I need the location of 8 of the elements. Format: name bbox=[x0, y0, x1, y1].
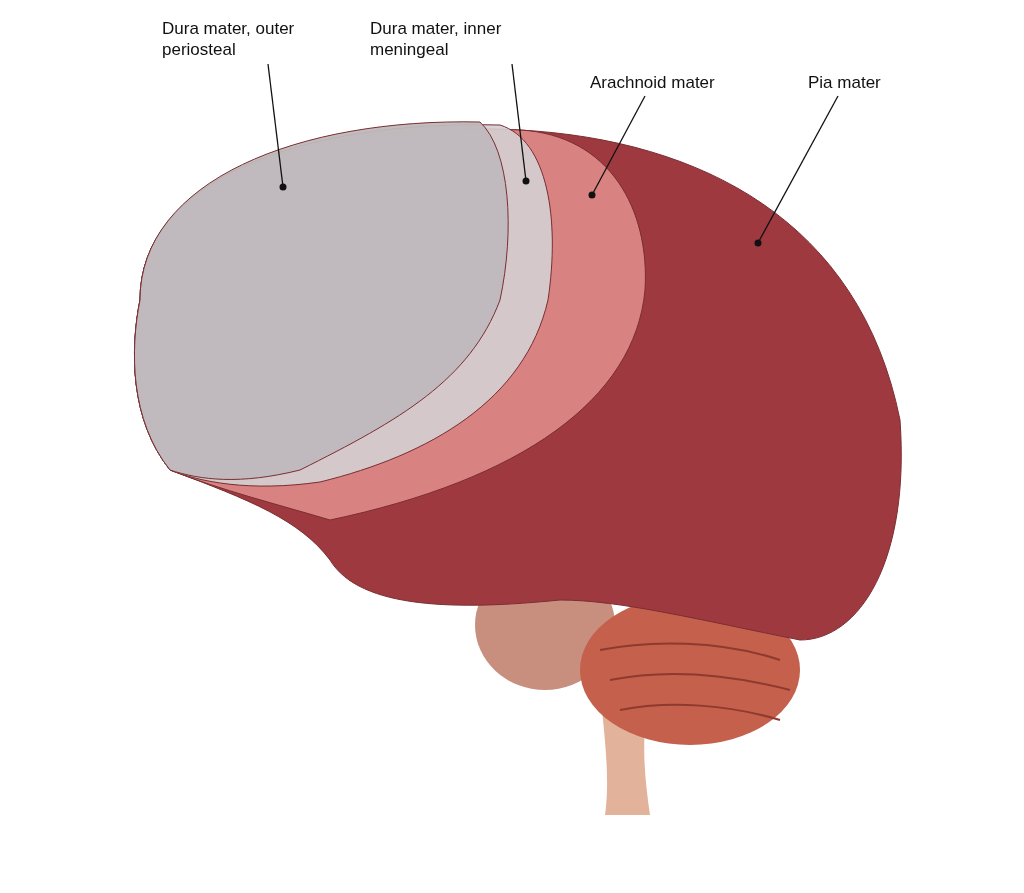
layer-label: Arachnoid mater bbox=[590, 72, 760, 93]
leader-line bbox=[754, 95, 839, 247]
leader-line bbox=[267, 63, 287, 191]
leader-line bbox=[588, 95, 646, 199]
layer-label: Pia mater bbox=[808, 72, 908, 93]
layer-label: Dura mater, inner meningeal bbox=[370, 18, 540, 60]
layer-label: Dura mater, outer periosteal bbox=[162, 18, 322, 60]
leader-line bbox=[511, 63, 530, 185]
